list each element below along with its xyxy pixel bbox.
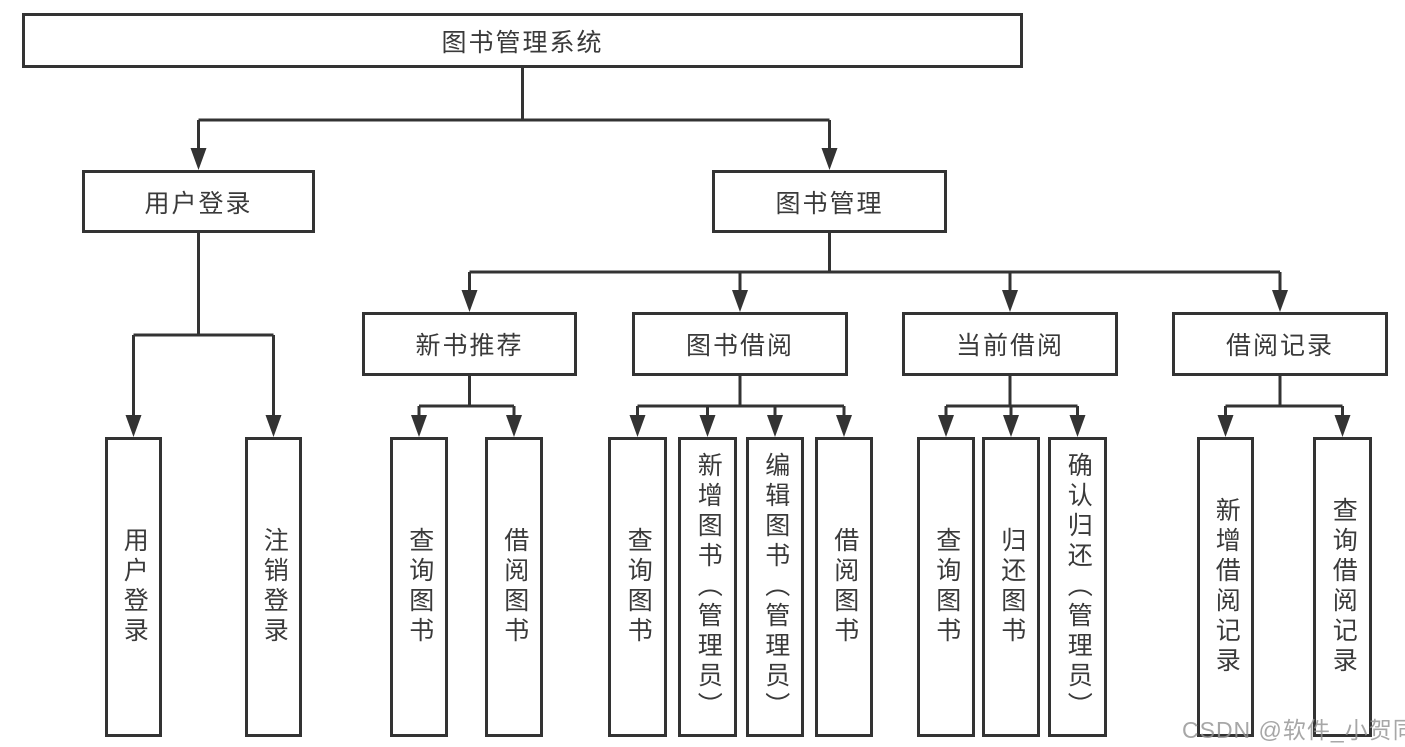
- node-book-borrow: 图书借阅: [632, 312, 848, 376]
- leaf-add-books-admin: 新增图书（管理员）: [678, 437, 737, 737]
- node-root: 图书管理系统: [22, 13, 1023, 68]
- connector-arrowheads: [125, 148, 1351, 437]
- node-user-login: 用户登录: [82, 170, 315, 233]
- leaf-confirm-return-admin: 确认归还（管理员）: [1048, 437, 1107, 737]
- node-book-management: 图书管理: [712, 170, 947, 233]
- leaf-add-borrow-record: 新增借阅记录: [1197, 437, 1254, 737]
- leaf-borrow-books-1: 借阅图书: [485, 437, 543, 737]
- leaf-query-books-3: 查询图书: [917, 437, 975, 737]
- node-new-book-recommend: 新书推荐: [362, 312, 577, 376]
- leaf-borrow-books-2: 借阅图书: [815, 437, 873, 737]
- leaf-logout: 注销登录: [245, 437, 302, 737]
- node-current-borrow: 当前借阅: [902, 312, 1118, 376]
- csdn-watermark: CSDN @软件_小贺同学: [1182, 717, 1405, 743]
- connector-stems: [132, 68, 1344, 420]
- leaf-query-borrow-record: 查询借阅记录: [1313, 437, 1372, 737]
- leaf-query-books-1: 查询图书: [390, 437, 448, 737]
- leaf-user-login: 用户登录: [105, 437, 162, 737]
- node-borrow-records: 借阅记录: [1172, 312, 1388, 376]
- leaf-edit-books-admin: 编辑图书（管理员）: [746, 437, 804, 737]
- leaf-return-books: 归还图书: [982, 437, 1040, 737]
- leaf-query-books-2: 查询图书: [608, 437, 667, 737]
